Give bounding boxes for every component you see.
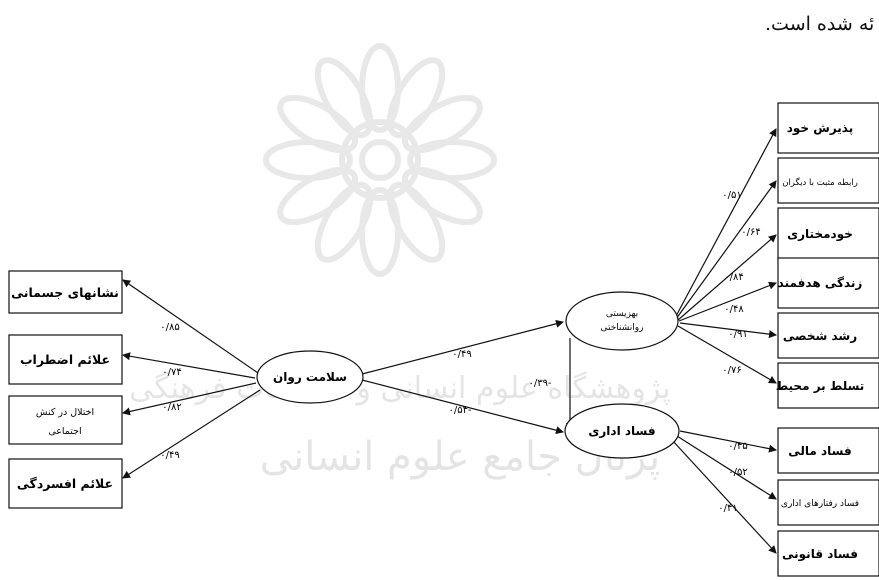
indicator-box-financial-corruption <box>777 427 879 474</box>
indicator-label-financial-corruption: فساد مالی <box>788 444 852 458</box>
latent-admin-corruption-label: فساد اداری <box>588 424 655 438</box>
watermark-petal <box>263 139 353 181</box>
latent-mental-health <box>256 350 364 404</box>
watermark-petal <box>386 181 446 263</box>
caption-text: ئه شده است. <box>765 13 875 35</box>
watermark-text-line1: پژوهشگاه علوم انسانی و مطالعات فرهنگی <box>129 371 671 406</box>
arrow-wellbeing-to-autonomy <box>677 234 777 321</box>
arrow-wellbeing-to-purpose <box>678 281 777 322</box>
coef-financial-corruption: ۰/۴۵ <box>728 441 747 452</box>
indicator-label-physical-symptoms: نشانهای جسمانی <box>11 285 119 300</box>
indicator-label-depression-symptoms: علائم افسردگی <box>17 476 113 491</box>
indicator-label-legal-corruption: فساد قانونی <box>782 547 858 562</box>
watermark-petal <box>386 57 446 139</box>
coef-environmental-mastery: ۰/۷۶ <box>722 365 741 376</box>
indicator-box-anxiety-symptoms <box>8 334 123 385</box>
arrow-health-to-wellbeing <box>361 319 564 375</box>
indicator-box-purpose-in-life <box>777 257 879 309</box>
watermark-petal <box>277 94 359 154</box>
indicator-label-positive-relations: رابطه مثبت با دیگران <box>782 177 858 188</box>
indicator-label-personal-growth: رشد شخصی <box>783 329 857 343</box>
watermark-petal <box>407 139 497 181</box>
arrow-health-to-anxiety <box>122 352 256 379</box>
indicator-label-self-acceptance: پذیرش خود <box>787 121 853 136</box>
coef-health-to-wellbeing: ۰/۴۹ <box>452 349 471 360</box>
coef-depression: ۰/۴۹ <box>160 450 179 461</box>
arrow-corruption-to-behavioral <box>676 435 777 500</box>
indicator-box-social-dysfunction <box>8 395 123 445</box>
indicator-box-depression-symptoms <box>8 458 123 509</box>
indicator-label-autonomy: خودمختاری <box>787 227 853 242</box>
latent-psych-wellbeing-label-line1: بهزیستی <box>606 309 638 319</box>
watermark-petal <box>359 187 401 277</box>
latent-psych-wellbeing-label-line2: روانشناختی <box>601 323 644 333</box>
coef-social: ۰/۸۲ <box>162 402 181 413</box>
coef-physical: ۰/۸۵ <box>160 322 179 333</box>
arrow-wellbeing-to-positive-relations <box>675 180 777 320</box>
indicator-label-social-dysfunction-line2: اجتماعی <box>48 426 81 437</box>
arrow-health-to-corruption <box>361 379 564 435</box>
coef-health-to-corruption: ۰/۵۴- <box>448 405 471 416</box>
indicator-box-personal-growth <box>777 312 879 359</box>
indicator-box-positive-relations <box>777 157 879 204</box>
coef-purpose-in-life: ۰/۴۸ <box>724 304 744 315</box>
indicator-label-environmental-mastery: تسلط بر محیط <box>776 379 865 393</box>
latent-mental-health-label: سلامت روان <box>273 370 347 385</box>
coef-behavioral-corruption: ۰/۵۲ <box>728 467 747 478</box>
coef-wellbeing-to-corruption: ۰/۳۹- <box>528 378 551 389</box>
indicator-label-behavioral-corruption: فساد رفتارهای اداری <box>781 499 859 509</box>
arrow-corruption-to-financial <box>679 430 777 453</box>
watermark-petal <box>277 166 359 226</box>
watermark-petal <box>401 166 483 226</box>
watermark-petal <box>314 181 374 263</box>
watermark-petal <box>314 57 374 139</box>
indicator-label-anxiety-symptoms: علائم اضطراب <box>20 352 110 367</box>
indicator-box-legal-corruption <box>777 530 879 577</box>
coef-autonomy: ۰/۸۴ <box>724 272 743 283</box>
indicator-box-autonomy <box>777 207 879 261</box>
indicator-box-physical-symptoms <box>8 270 123 314</box>
latent-psych-wellbeing <box>565 291 679 351</box>
coef-personal-growth: ۰/۹۱ <box>728 329 747 340</box>
watermark-petal <box>359 43 401 133</box>
coef-self-acceptance: ۰/۵۱ <box>722 190 741 201</box>
arrow-wellbeing-to-self-acceptance <box>674 128 777 319</box>
watermark-emblem <box>263 43 497 277</box>
arrow-health-to-depression <box>122 389 261 479</box>
indicator-label-purpose-in-life: زندگی هدفمند <box>778 276 863 290</box>
arrow-wellbeing-to-growth <box>679 322 777 339</box>
latent-admin-corruption <box>564 403 680 459</box>
coef-legal-corruption: ۰/۴۱ <box>718 503 737 514</box>
watermark-petal <box>401 94 483 154</box>
arrow-health-to-social <box>122 382 257 416</box>
indicator-label-social-dysfunction-line1: اختلال در کنش <box>36 407 94 418</box>
arrow-corruption-to-legal <box>671 439 777 554</box>
coef-anxiety: ۰/۷۴ <box>162 367 181 378</box>
coef-positive-relations: ۰/۶۴ <box>741 227 760 238</box>
indicator-box-environmental-mastery <box>777 362 879 409</box>
arrow-wellbeing-to-mastery <box>677 325 777 384</box>
indicator-box-self-acceptance <box>777 102 879 154</box>
arrow-health-to-physical <box>122 279 259 374</box>
indicator-box-behavioral-corruption <box>777 479 879 526</box>
